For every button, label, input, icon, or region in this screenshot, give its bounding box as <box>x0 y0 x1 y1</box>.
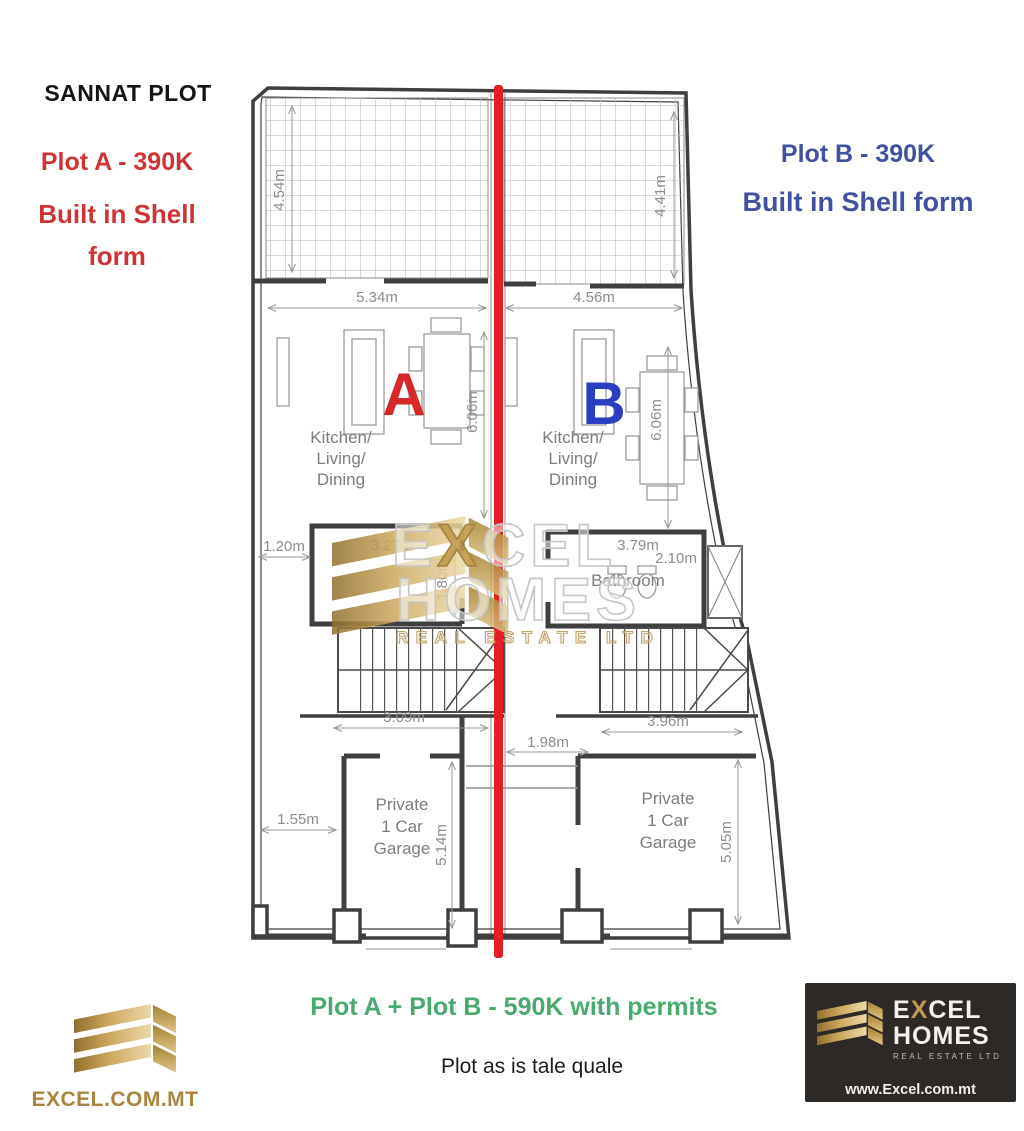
garage-b-label-line2: 1 Car <box>647 811 689 830</box>
dim-room-a-depth: 6.06m <box>464 391 481 433</box>
dim-room-b-depth: 6.06m <box>648 399 665 441</box>
terrace-b <box>503 97 685 285</box>
plot-b-offer: Plot B - 390K Built in Shell form <box>712 140 1004 218</box>
terrace-a <box>265 97 489 279</box>
dim-terrace-a-width: 5.34m <box>356 289 398 306</box>
dim-side-passage-a: 1.55m <box>277 811 319 828</box>
brand-right-website: www.Excel.com.mt <box>845 1082 976 1098</box>
room-a-label-line2: Living/ <box>316 449 365 468</box>
bathroom-b-fixtures <box>607 565 657 599</box>
brand-letter: E <box>893 996 911 1024</box>
bathroom-b-label: Bathroom <box>591 571 665 590</box>
plot-b-price: Plot B - 390K <box>780 140 936 168</box>
plot-a-shell-line2: form <box>88 241 146 271</box>
plot-a-price: Plot A - 390K <box>40 148 194 176</box>
brand-right-name-line1: EXCEL <box>893 997 1002 1023</box>
plot-a-offer: Plot A - 390K Built in Shell form <box>12 148 222 277</box>
tale-quale-note: Plot as is tale quale <box>440 1055 624 1078</box>
plot-a-shell-line1: Built in Shell <box>38 199 196 229</box>
unit-b-letter: B <box>582 370 625 437</box>
plot-b-shell-line: Built in Shell form <box>742 187 974 217</box>
brand-right-logo-row: EXCEL HOMES REAL ESTATE LTD <box>815 997 1006 1063</box>
brand-left-site: EXCEL.COM.MT <box>31 1088 199 1111</box>
dim-garage-a-depth: 5.14m <box>433 824 450 866</box>
dim-stair-b-width: 3.96m <box>647 713 689 730</box>
staircase-a <box>337 627 505 713</box>
brand-letters: CEL <box>928 996 982 1024</box>
brand-right-name-line2: HOMES <box>893 1022 990 1050</box>
gold-bars-icon <box>817 1001 883 1046</box>
plot-divider-line <box>494 85 503 958</box>
room-b-label-line1: Kitchen/ <box>542 428 604 447</box>
gold-bars-icon <box>74 1004 176 1073</box>
window-b <box>504 337 518 407</box>
shaft-hatch <box>707 545 743 619</box>
window-a <box>276 337 290 407</box>
garage-b-label-line1: Private <box>642 789 695 808</box>
staircase-b <box>599 627 749 713</box>
terrace-hatch-areas <box>253 97 685 289</box>
dim-terrace-b-height: 4.41m <box>652 175 669 217</box>
room-labels: Kitchen/ Living/ Dining Kitchen/ Living/… <box>310 428 696 858</box>
wall-piers <box>251 904 724 948</box>
brand-right-box: EXCEL HOMES REAL ESTATE LTD www.Excel.co… <box>805 983 1016 1102</box>
unit-a-letter: A <box>382 361 425 428</box>
garage-b-label-line3: Garage <box>640 833 697 852</box>
watermark-word-homes: HOMES <box>396 566 641 633</box>
room-b-label-line2: Living/ <box>548 449 597 468</box>
dim-between-garages: 1.98m <box>527 734 569 751</box>
dim-bath-b-side: 2.10m <box>655 550 697 567</box>
sofa-a <box>343 329 385 435</box>
room-a-label-line3: Dining <box>317 470 365 489</box>
garage-a-label-line3: Garage <box>374 839 431 858</box>
room-b-label-line3: Dining <box>549 470 597 489</box>
brand-right-subtitle: REAL ESTATE LTD <box>893 1052 1002 1061</box>
garage-a-label-line1: Private <box>376 795 429 814</box>
dim-terrace-a-height: 4.54m <box>271 169 288 211</box>
combo-price-line: Plot A + Plot B - 590K with permits <box>310 993 718 1021</box>
dim-garage-b-depth: 5.05m <box>718 821 735 863</box>
watermark: EXCEL HOMES REAL ESTATE LTD <box>332 511 660 648</box>
brand-left-logo <box>60 996 190 1082</box>
watermark-word-excel: EXCEL <box>392 512 617 579</box>
watermark-subtitle: REAL ESTATE LTD <box>396 628 660 647</box>
room-a-label-line1: Kitchen/ <box>310 428 372 447</box>
brand-right-names: EXCEL HOMES REAL ESTATE LTD <box>893 997 1002 1061</box>
page-title: SANNAT PLOT <box>44 80 212 106</box>
dim-stair-a-width: 3.09m <box>383 709 425 726</box>
dim-bath-a-offset: 1.20m <box>263 538 305 555</box>
dim-bath-b-width: 3.79m <box>617 537 659 554</box>
garage-a-label-line2: 1 Car <box>381 817 423 836</box>
dim-terrace-b-width: 4.56m <box>573 289 615 306</box>
sofa-b <box>573 329 615 435</box>
brand-letter-x: X <box>910 996 929 1024</box>
